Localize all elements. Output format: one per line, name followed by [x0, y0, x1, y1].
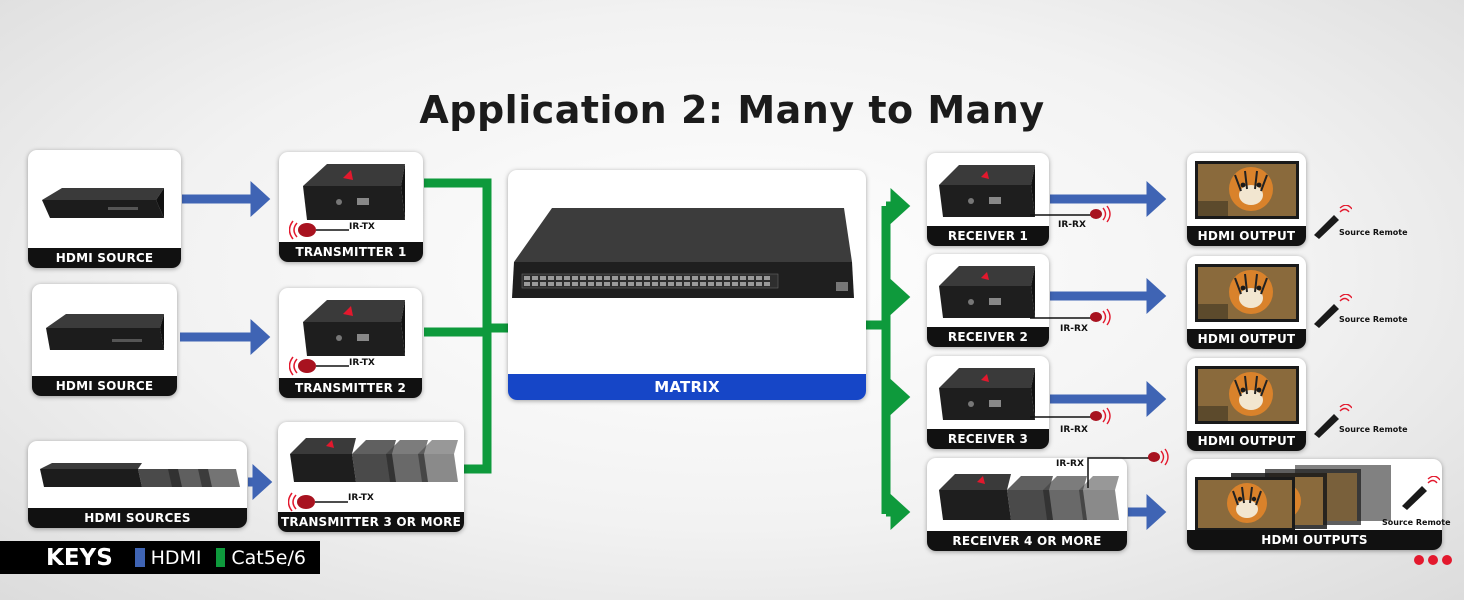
- output-card-1: HDMI OUTPUT: [1187, 153, 1306, 246]
- receiver-card-2: RECEIVER 2: [927, 254, 1049, 347]
- extender-box-icon: [939, 266, 1035, 318]
- extender-box-icon: [303, 300, 405, 356]
- source-card-2: HDMI SOURCE: [32, 284, 177, 396]
- remote-label-2: Source Remote: [1339, 315, 1408, 324]
- transmitter-label-1: TRANSMITTER 1: [279, 242, 423, 262]
- matrix-label: MATRIX: [508, 374, 866, 400]
- ir-rx-label-3: IR-RX: [1060, 425, 1088, 435]
- ir-emitter-icon: [289, 220, 349, 240]
- cat-key-label: Cat5e/6: [231, 546, 306, 569]
- more-dots-icon: [1414, 555, 1452, 565]
- remote-label-3: Source Remote: [1339, 425, 1408, 434]
- output-card-4: HDMI OUTPUTS: [1187, 459, 1442, 550]
- ir-rx-label-4: IR-RX: [1056, 459, 1084, 469]
- ir-rx-label-2: IR-RX: [1060, 324, 1088, 334]
- keys-title: KEYS: [46, 544, 113, 571]
- ir-tx-label-1: IR-TX: [349, 222, 375, 232]
- transmitter-label-3: TRANSMITTER 3 OR MORE: [278, 512, 464, 532]
- tv-screen-icon: [1195, 264, 1299, 322]
- extenders-stack-icon: [939, 474, 1119, 520]
- source-label-3: HDMI SOURCES: [28, 508, 247, 528]
- remote-control-icon: [1314, 205, 1352, 239]
- ir-sensor-icon: [1030, 205, 1111, 223]
- output-card-3: HDMI OUTPUT: [1187, 358, 1306, 451]
- keys-legend: KEYS HDMI Cat5e/6: [0, 541, 320, 574]
- output-label-4: HDMI OUTPUTS: [1187, 530, 1442, 550]
- output-label-1: HDMI OUTPUT: [1187, 226, 1306, 246]
- transmitter-card-2: IR-TX TRANSMITTER 2: [279, 288, 422, 398]
- remote-control-icon: [1314, 404, 1352, 438]
- extender-box-icon: [939, 368, 1035, 420]
- cat-swatch: [215, 548, 226, 567]
- source-label-1: HDMI SOURCE: [28, 248, 181, 268]
- extenders-stack-icon: [290, 438, 458, 482]
- remote-label-4: Source Remote: [1382, 518, 1451, 527]
- receiver-card-1: RECEIVER 1: [927, 153, 1049, 246]
- players-stack-icon: [40, 463, 240, 487]
- source-card-1: HDMI SOURCE: [28, 150, 181, 268]
- remote-control-icon: [1402, 476, 1440, 510]
- player-icon: [42, 188, 164, 218]
- ir-sensor-icon: [1030, 308, 1111, 326]
- receiver-label-2: RECEIVER 2: [927, 327, 1049, 347]
- ir-tx-label-2: IR-TX: [349, 358, 375, 368]
- tv-screen-icon: [1195, 161, 1299, 219]
- ir-rx-label-1: IR-RX: [1058, 220, 1086, 230]
- receiver-label-1: RECEIVER 1: [927, 226, 1049, 246]
- receiver-label-4: RECEIVER 4 OR MORE: [927, 531, 1127, 551]
- matrix-card: MATRIX: [508, 170, 866, 400]
- transmitter-label-2: TRANSMITTER 2: [279, 378, 422, 398]
- extender-box-icon: [939, 165, 1035, 217]
- tv-screens-stack-icon: [1195, 465, 1391, 531]
- network-switch-icon: [512, 208, 854, 298]
- ir-emitter-icon: [289, 356, 349, 376]
- receiver-card-4: RECEIVER 4 OR MORE: [927, 458, 1127, 551]
- extender-box-icon: [303, 164, 405, 220]
- receiver-card-3: RECEIVER 3: [927, 356, 1049, 449]
- ir-emitter-icon: [288, 492, 348, 512]
- output-label-2: HDMI OUTPUT: [1187, 329, 1306, 349]
- page-title: Application 2: Many to Many: [419, 88, 1045, 132]
- transmitter-card-1: IR-TX TRANSMITTER 1: [279, 152, 423, 262]
- ir-sensor-icon: [1087, 448, 1169, 488]
- remote-label-1: Source Remote: [1339, 228, 1408, 237]
- output-card-2: HDMI OUTPUT: [1187, 256, 1306, 349]
- tv-screen-icon: [1195, 366, 1299, 424]
- player-icon: [46, 314, 164, 350]
- hdmi-key-label: HDMI: [150, 546, 202, 569]
- ir-tx-label-3: IR-TX: [348, 493, 374, 503]
- source-card-3: HDMI SOURCES: [28, 441, 247, 528]
- ir-sensor-icon: [1030, 407, 1111, 425]
- receiver-label-3: RECEIVER 3: [927, 429, 1049, 449]
- hdmi-swatch: [134, 548, 145, 567]
- source-label-2: HDMI SOURCE: [32, 376, 177, 396]
- transmitter-card-3: IR-TX TRANSMITTER 3 OR MORE: [278, 422, 464, 532]
- remote-control-icon: [1314, 294, 1352, 328]
- output-label-3: HDMI OUTPUT: [1187, 431, 1306, 451]
